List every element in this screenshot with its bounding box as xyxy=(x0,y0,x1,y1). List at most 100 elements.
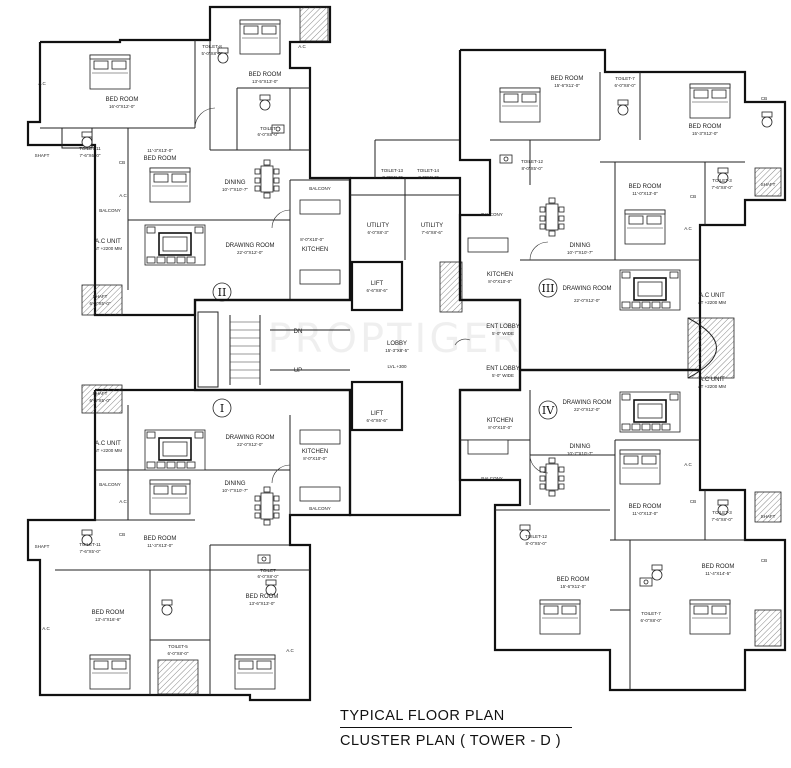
room-dim: 22'-0"X12'-0" xyxy=(237,442,263,447)
stair-up-label: UP xyxy=(294,368,302,374)
room-dim: 13'-6"X13'-0" xyxy=(249,601,275,606)
room-dim: AT +2200 MM xyxy=(94,448,122,453)
room-name: SHAFT xyxy=(93,294,108,299)
room-dim: 13'-4"X16'-6" xyxy=(95,617,121,622)
plan-title: TYPICAL FLOOR PLAN xyxy=(340,708,505,724)
room-dim: 11'-0"X13'-0" xyxy=(632,511,658,516)
unit-ii: II xyxy=(26,5,352,317)
shaft-tag: SHAFT xyxy=(761,182,776,187)
room-dim: 6'-0"X8'-0" xyxy=(258,574,279,579)
room-name: A.C UNIT xyxy=(699,293,725,299)
balcony-tag: BALCONY xyxy=(99,208,121,213)
cb-tag: CB xyxy=(690,499,696,504)
room-name: TOILET-8 xyxy=(202,44,222,49)
room-name: UTILITY xyxy=(421,223,443,229)
room-name: TOILET-12 xyxy=(525,534,547,539)
room-dim: 10'-7"X10'-7" xyxy=(567,451,593,456)
room-dim: 6'-0"X5'-0" xyxy=(90,301,111,306)
room-dim: 6'-6"X8'-6" xyxy=(367,288,388,293)
room-dim: 6'-0"X5'-0" xyxy=(90,398,111,403)
room-dim: 4'-0"X6'-0" xyxy=(418,175,439,180)
room-dim: 15'-3"X12'-0" xyxy=(692,131,718,136)
room-name: BED ROOM xyxy=(557,577,590,583)
room-dim: 10'-7"X10'-7" xyxy=(567,250,593,255)
room-dim: 10'-7"X10'-7" xyxy=(222,488,248,493)
room-dim: 8'-0"X5'-0" xyxy=(526,541,547,546)
room-dim: 8'-0"X10'-0" xyxy=(488,279,512,284)
room-name: BED ROOM xyxy=(106,97,139,103)
room-dim: 10'-7"X10'-7" xyxy=(222,187,248,192)
room-name: DINING xyxy=(570,444,591,450)
cb-tag: CB xyxy=(690,194,696,199)
room-name: KITCHEN xyxy=(487,272,513,278)
room-dim: 15'-6"X11'-0" xyxy=(560,584,586,589)
room-name: BED ROOM xyxy=(249,72,282,78)
cb-tag: CB xyxy=(761,558,767,563)
room-dim: AT +2200 MM xyxy=(698,384,726,389)
room-dim: 7'-6"X5'-0" xyxy=(80,549,101,554)
room-dim: 6'-0"X8'-3" xyxy=(368,230,389,235)
room-name: TOILET xyxy=(260,126,276,131)
balcony-tag: BALCONY xyxy=(309,506,331,511)
unit-numeral-i: I xyxy=(220,402,224,415)
room-name: DINING xyxy=(225,180,246,186)
room-dim: 11'-3"X13'-0" xyxy=(147,543,173,548)
cb-tag: CB xyxy=(761,96,767,101)
watermark: PROPTIGER xyxy=(268,316,523,362)
room-name: BED ROOM xyxy=(144,156,177,162)
plan-subtitle: CLUSTER PLAN ( TOWER - D ) xyxy=(340,733,562,749)
balcony-tag: BALCONY xyxy=(99,482,121,487)
balcony-tag: BALCONY xyxy=(481,212,503,217)
room-dim: 7'-6"X8'-6" xyxy=(422,230,443,235)
room-dim: 7'-6"X8'-0" xyxy=(712,517,733,522)
cb-tag: CB xyxy=(119,160,125,165)
room-name: TOILET-7 xyxy=(641,611,661,616)
room-name: TOILET-11 xyxy=(79,542,101,547)
unit-iv: IV xyxy=(458,368,787,692)
room-name: TOILET-5 xyxy=(168,644,188,649)
room-name: TOILET-3 xyxy=(712,510,732,515)
room-name: DINING xyxy=(570,243,591,249)
room-name: ENT LOBBY xyxy=(486,366,520,372)
room-name: TOILET-13 xyxy=(381,168,403,173)
room-dim: 22'-0"X12'-0" xyxy=(574,407,600,412)
ac-tag: A.C xyxy=(286,648,294,653)
room-dim: 7'-6"X8'-0" xyxy=(712,185,733,190)
unit-numeral-iii: III xyxy=(541,282,554,295)
ac-tag: A.C xyxy=(119,499,127,504)
room-dim: 6'-0"X8'-0" xyxy=(168,651,189,656)
ac-tag: A.C xyxy=(42,626,50,631)
room-dim: 11'-3"X13'-0" xyxy=(147,148,173,153)
room-name: UTILITY xyxy=(367,223,389,229)
room-dim: 13'-5"X13'-0" xyxy=(252,79,278,84)
room-name: KITCHEN xyxy=(487,418,513,424)
room-name: BED ROOM xyxy=(92,610,125,616)
room-name: DRAWING ROOM xyxy=(225,435,274,441)
room-dim: 22'-0"X12'-0" xyxy=(237,250,263,255)
ac-tag: A.C xyxy=(684,462,692,467)
room-name: LIFT xyxy=(371,281,384,287)
room-dim: 22'-0"X12'-0" xyxy=(574,298,600,303)
room-name: A.C UNIT xyxy=(699,377,725,383)
stair-dn-label: DN xyxy=(294,329,303,335)
room-name: DRAWING ROOM xyxy=(562,400,611,406)
room-name: TOILET-12 xyxy=(521,159,543,164)
unit-iii: III xyxy=(458,48,787,379)
room-dim: 7'-6"X6'-0" xyxy=(80,153,101,158)
shaft-tag: SHAFT xyxy=(35,544,50,549)
ac-tag: A.C xyxy=(298,44,306,49)
unit-numeral-ii: II xyxy=(218,286,227,299)
room-name: A.C UNIT xyxy=(95,239,121,245)
room-name: ENT LOBBY xyxy=(486,324,520,330)
room-name: KITCHEN xyxy=(302,449,328,455)
room-dim: 15'-3"X8'-5" xyxy=(385,348,409,353)
ac-tag: A.C xyxy=(684,226,692,231)
room-name: KITCHEN xyxy=(302,247,328,253)
room-dim: 15'-6"X11'-0" xyxy=(554,83,580,88)
room-name: TOILET-11 xyxy=(79,146,101,151)
room-name: A.C UNIT xyxy=(95,441,121,447)
room-dim: 8'-0"X10'-0" xyxy=(300,237,324,242)
room-dim: 11'-4"X14'-5" xyxy=(705,571,731,576)
room-dim: 5'-0"X8'-0" xyxy=(202,51,223,56)
room-name: BED ROOM xyxy=(551,76,584,82)
